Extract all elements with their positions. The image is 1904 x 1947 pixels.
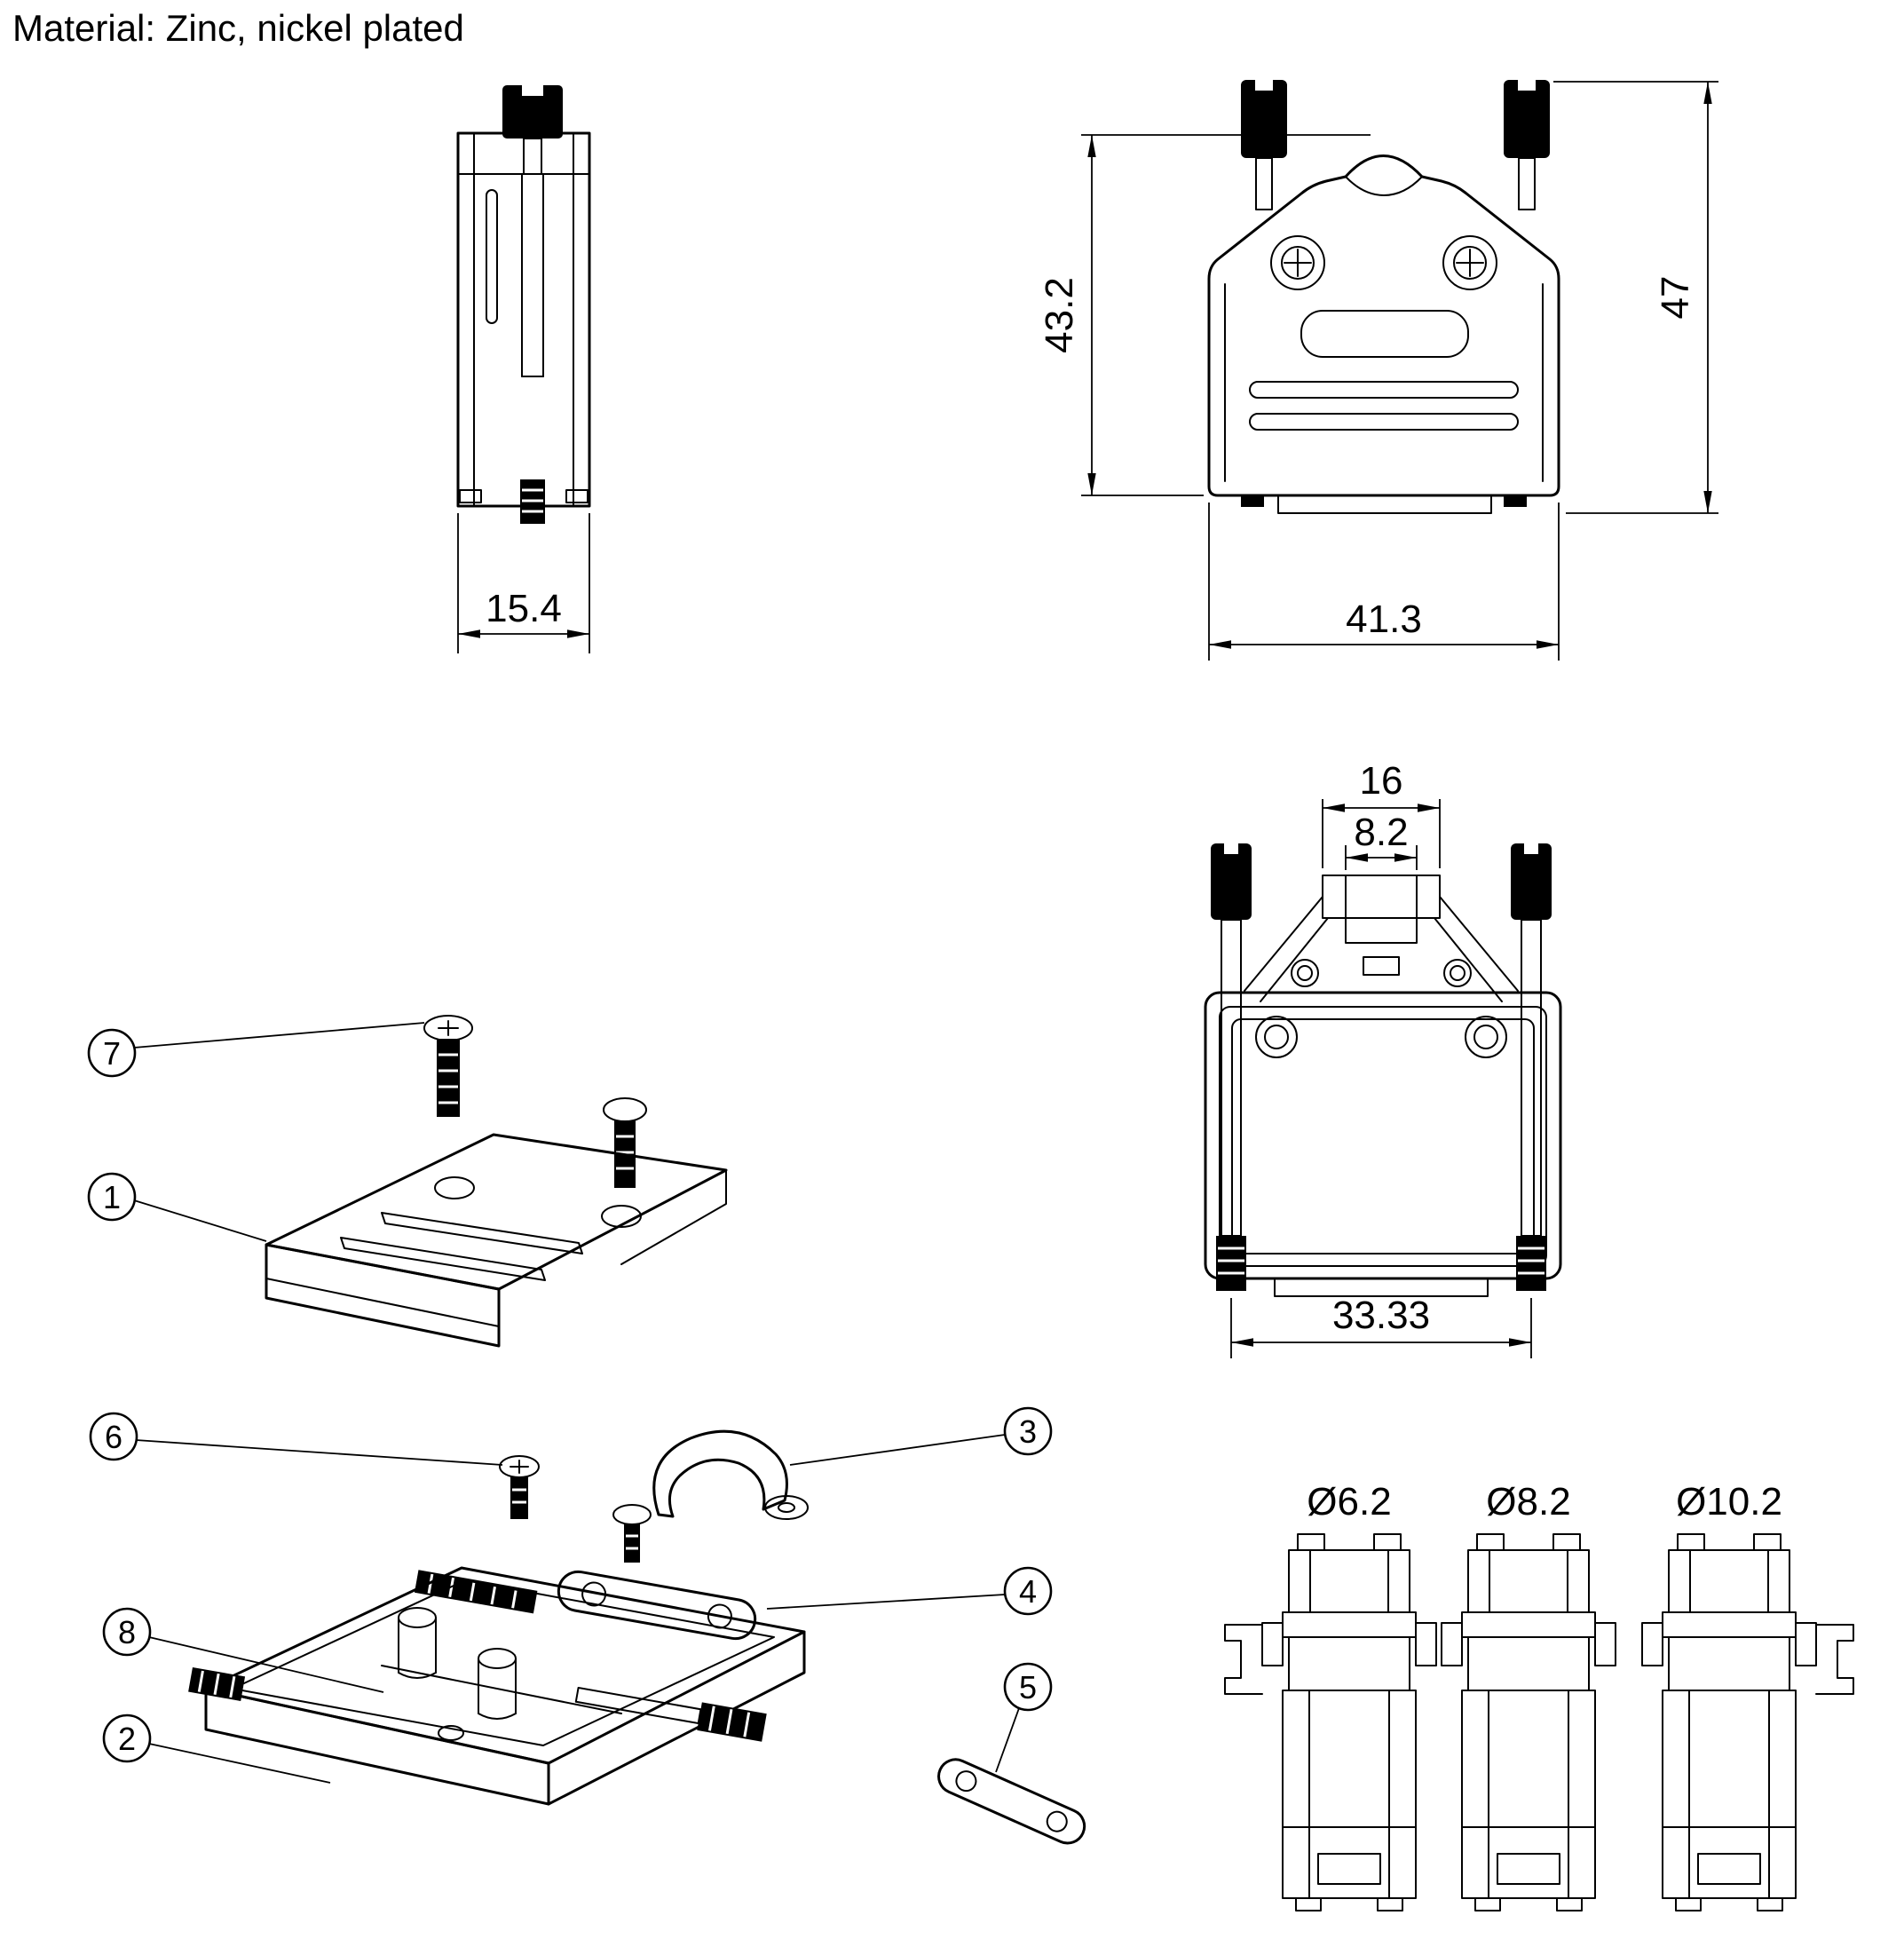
back-cable-clamp bbox=[1244, 875, 1519, 1002]
insert-diameter-label-2: Ø8.2 bbox=[1486, 1480, 1570, 1524]
back-thumbscrew-right bbox=[1511, 843, 1552, 1291]
strap-part bbox=[937, 1758, 1086, 1845]
side-thumbscrew-knob bbox=[502, 85, 563, 175]
insert-large bbox=[1641, 1533, 1817, 1911]
top-cover-part bbox=[265, 1133, 728, 1348]
clamp-screw-b bbox=[612, 1504, 652, 1563]
cover-screw-a bbox=[423, 1015, 473, 1117]
insert-left-clip bbox=[1224, 1624, 1263, 1695]
callout-1: 1 bbox=[87, 1172, 137, 1222]
callout-7: 7 bbox=[87, 1028, 137, 1078]
bottom-shell-part bbox=[188, 1566, 806, 1806]
clamp-screw-a bbox=[499, 1455, 540, 1519]
dim-front-width-label: 41.3 bbox=[1346, 598, 1422, 641]
back-hood-body bbox=[1204, 991, 1562, 1297]
side-body bbox=[456, 131, 591, 524]
insert-medium bbox=[1441, 1533, 1616, 1911]
front-body-height-dimension: 43.2 bbox=[1038, 134, 1371, 496]
back-view: 16 8.2 bbox=[1204, 759, 1562, 1358]
front-width-dimension: 41.3 bbox=[1208, 503, 1560, 661]
callout-5-number: 5 bbox=[1019, 1669, 1037, 1706]
front-screw-left bbox=[1270, 235, 1325, 290]
insert-right-clip bbox=[1815, 1624, 1854, 1695]
cable-clamp-part bbox=[652, 1429, 809, 1520]
side-width-dimension: 15.4 bbox=[457, 513, 590, 653]
back-thumbscrew-left bbox=[1211, 843, 1252, 1291]
side-view: 15.4 bbox=[456, 85, 591, 653]
callout-2-number: 2 bbox=[118, 1721, 136, 1757]
dim-side-width-label: 15.4 bbox=[486, 587, 562, 630]
inserts-view: Ø6.2 Ø8.2 Ø10.2 bbox=[1224, 1480, 1854, 1911]
back-screw-spacing-dimension: 33.33 bbox=[1230, 1294, 1532, 1358]
front-thumbscrew-left bbox=[1241, 80, 1287, 210]
back-clamp-width-dimension: 16 bbox=[1322, 759, 1441, 868]
dim-back-clamp-width-label: 16 bbox=[1360, 759, 1403, 803]
callout-4: 4 bbox=[1003, 1566, 1053, 1616]
front-hood-body bbox=[1207, 154, 1560, 514]
callout-8: 8 bbox=[102, 1607, 152, 1657]
insert-small bbox=[1261, 1533, 1437, 1911]
dim-front-body-height-label: 43.2 bbox=[1038, 277, 1081, 353]
callout-5: 5 bbox=[1003, 1662, 1053, 1712]
callout-2: 2 bbox=[102, 1714, 152, 1763]
callout-3: 3 bbox=[1003, 1406, 1053, 1456]
exploded-view: 7 1 6 8 2 3 4 bbox=[87, 1015, 1086, 1845]
material-note: Material: Zinc, nickel plated bbox=[12, 7, 464, 49]
front-view: 43.2 47 41.3 bbox=[1038, 80, 1718, 661]
front-thumbscrew-right bbox=[1504, 80, 1550, 210]
callout-6-number: 6 bbox=[105, 1419, 122, 1455]
callout-8-number: 8 bbox=[118, 1614, 136, 1650]
back-cable-entry-dimension: 8.2 bbox=[1345, 811, 1418, 870]
callout-leaders bbox=[133, 1022, 1020, 1784]
front-total-height-dimension: 47 bbox=[1553, 81, 1718, 514]
cover-screw-b bbox=[603, 1097, 647, 1188]
front-screw-right bbox=[1442, 235, 1497, 290]
callout-1-number: 1 bbox=[103, 1179, 121, 1215]
dim-back-screw-spacing-label: 33.33 bbox=[1332, 1294, 1430, 1337]
clamp-stud bbox=[414, 1570, 538, 1614]
dim-back-cable-entry-label: 8.2 bbox=[1354, 811, 1408, 854]
insert-diameter-label-1: Ø6.2 bbox=[1307, 1480, 1391, 1524]
callout-4-number: 4 bbox=[1019, 1573, 1037, 1610]
callout-7-number: 7 bbox=[103, 1035, 121, 1072]
insert-diameter-label-3: Ø10.2 bbox=[1676, 1480, 1782, 1524]
callout-3-number: 3 bbox=[1019, 1413, 1037, 1450]
callout-6: 6 bbox=[89, 1412, 138, 1461]
dim-front-total-height-label: 47 bbox=[1654, 276, 1697, 320]
